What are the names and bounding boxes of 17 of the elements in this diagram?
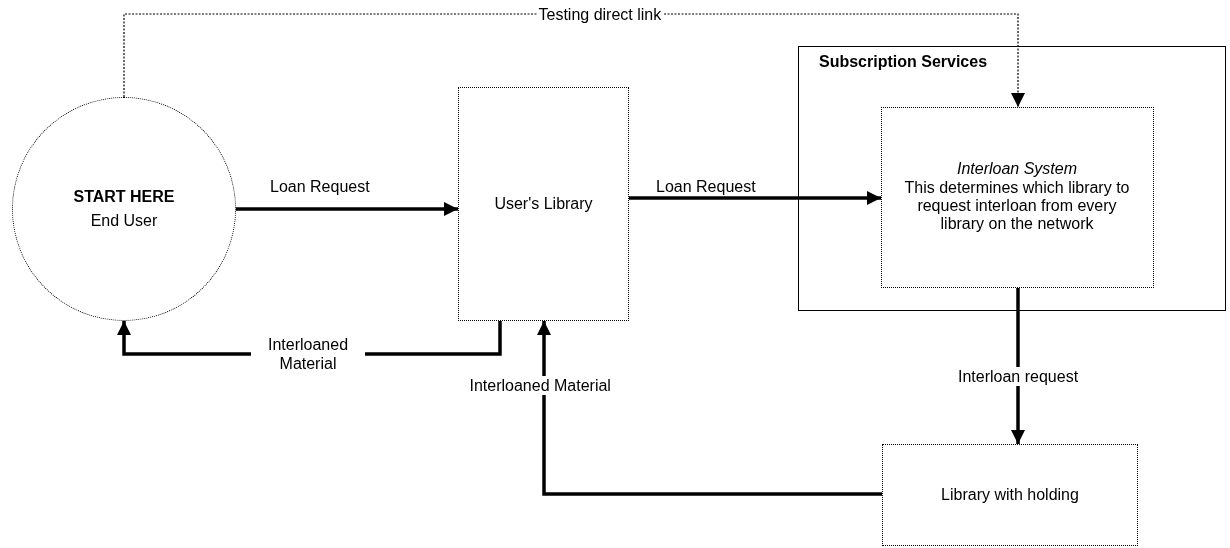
node-text: End User	[90, 212, 158, 231]
node-text: START HERE	[73, 187, 175, 206]
arrow	[629, 191, 881, 205]
group-box	[798, 46, 1226, 311]
node-text: This determines which library to request interloan from every library on the network	[903, 178, 1131, 234]
dashed-arrow	[123, 13, 1025, 108]
arrow	[236, 202, 458, 216]
process-box	[880, 106, 1154, 288]
system-title: Interloan System	[956, 160, 1078, 179]
process-box	[882, 444, 1138, 546]
group-title: Subscription Services	[819, 53, 988, 72]
node-text: Library with holding	[941, 485, 1079, 505]
arrow	[537, 321, 882, 496]
process-box	[458, 87, 629, 321]
edge-label: Interloan request	[956, 366, 1081, 386]
node-text: User's Library	[494, 194, 593, 214]
arrow	[1011, 288, 1025, 444]
